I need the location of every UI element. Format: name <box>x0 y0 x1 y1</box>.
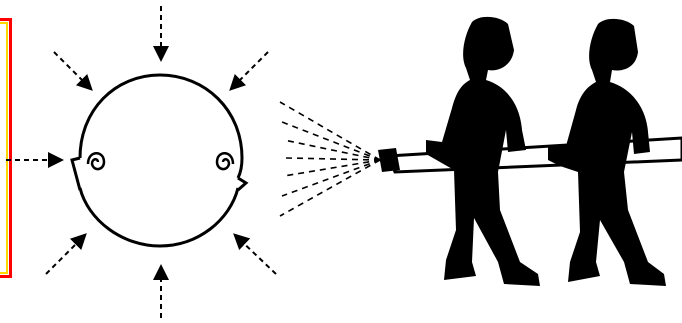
sphere-icon <box>72 73 247 246</box>
water-spray <box>280 102 380 216</box>
arrow-bottom-left <box>46 236 84 274</box>
arrow-bottom-right <box>236 236 276 274</box>
arrow-top-left <box>54 52 90 88</box>
pressure-arrows <box>6 6 276 318</box>
arrow-top-right <box>232 52 268 88</box>
